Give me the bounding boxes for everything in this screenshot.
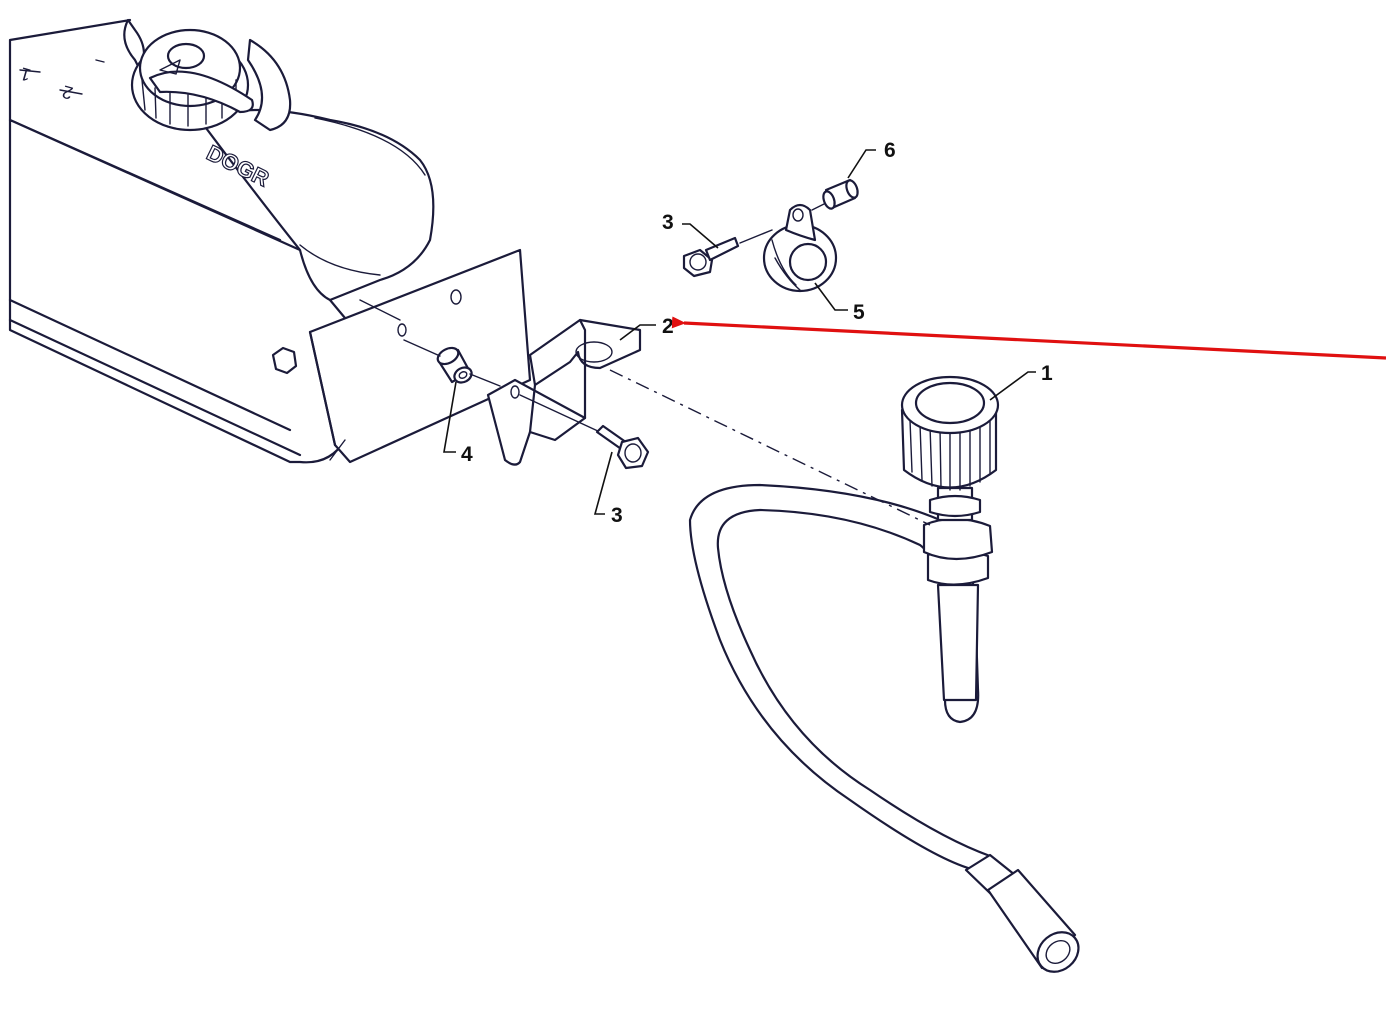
callout-5: 5 <box>853 301 865 324</box>
leader-4 <box>443 381 457 453</box>
callout-1: 1 <box>1041 362 1053 385</box>
leader-3-top <box>682 223 719 249</box>
part-5-p-clamp <box>762 203 838 293</box>
tank-scale-mark-1: 1 <box>18 63 33 85</box>
callout-3-top: 3 <box>662 211 674 234</box>
fuel-tank: DOGR 1 2 <box>8 18 435 464</box>
callout-3-bottom: 3 <box>611 504 623 527</box>
mounting-plate <box>308 248 532 464</box>
callout-6: 6 <box>884 139 896 162</box>
part-3-lower-flange-bolt <box>595 424 650 470</box>
part-3-upper-flange-bolt <box>682 236 740 278</box>
part-2-bracket <box>486 318 642 466</box>
leader-5 <box>814 282 848 311</box>
leader-6 <box>847 149 876 179</box>
leader-3-bottom <box>593 451 613 515</box>
leader-2 <box>619 324 656 341</box>
filler-cap <box>123 18 292 132</box>
callout-4: 4 <box>461 443 473 466</box>
highlight-arrow <box>671 316 1386 360</box>
part-4-rivet-nut <box>436 346 473 384</box>
part-6-spacer <box>822 178 859 210</box>
leader-1 <box>989 371 1036 401</box>
tank-side-bolt-icon <box>271 346 298 375</box>
part-1-hose-assembly <box>688 375 1080 973</box>
callout-2: 2 <box>662 315 674 338</box>
assembly-axis-line <box>609 369 931 526</box>
